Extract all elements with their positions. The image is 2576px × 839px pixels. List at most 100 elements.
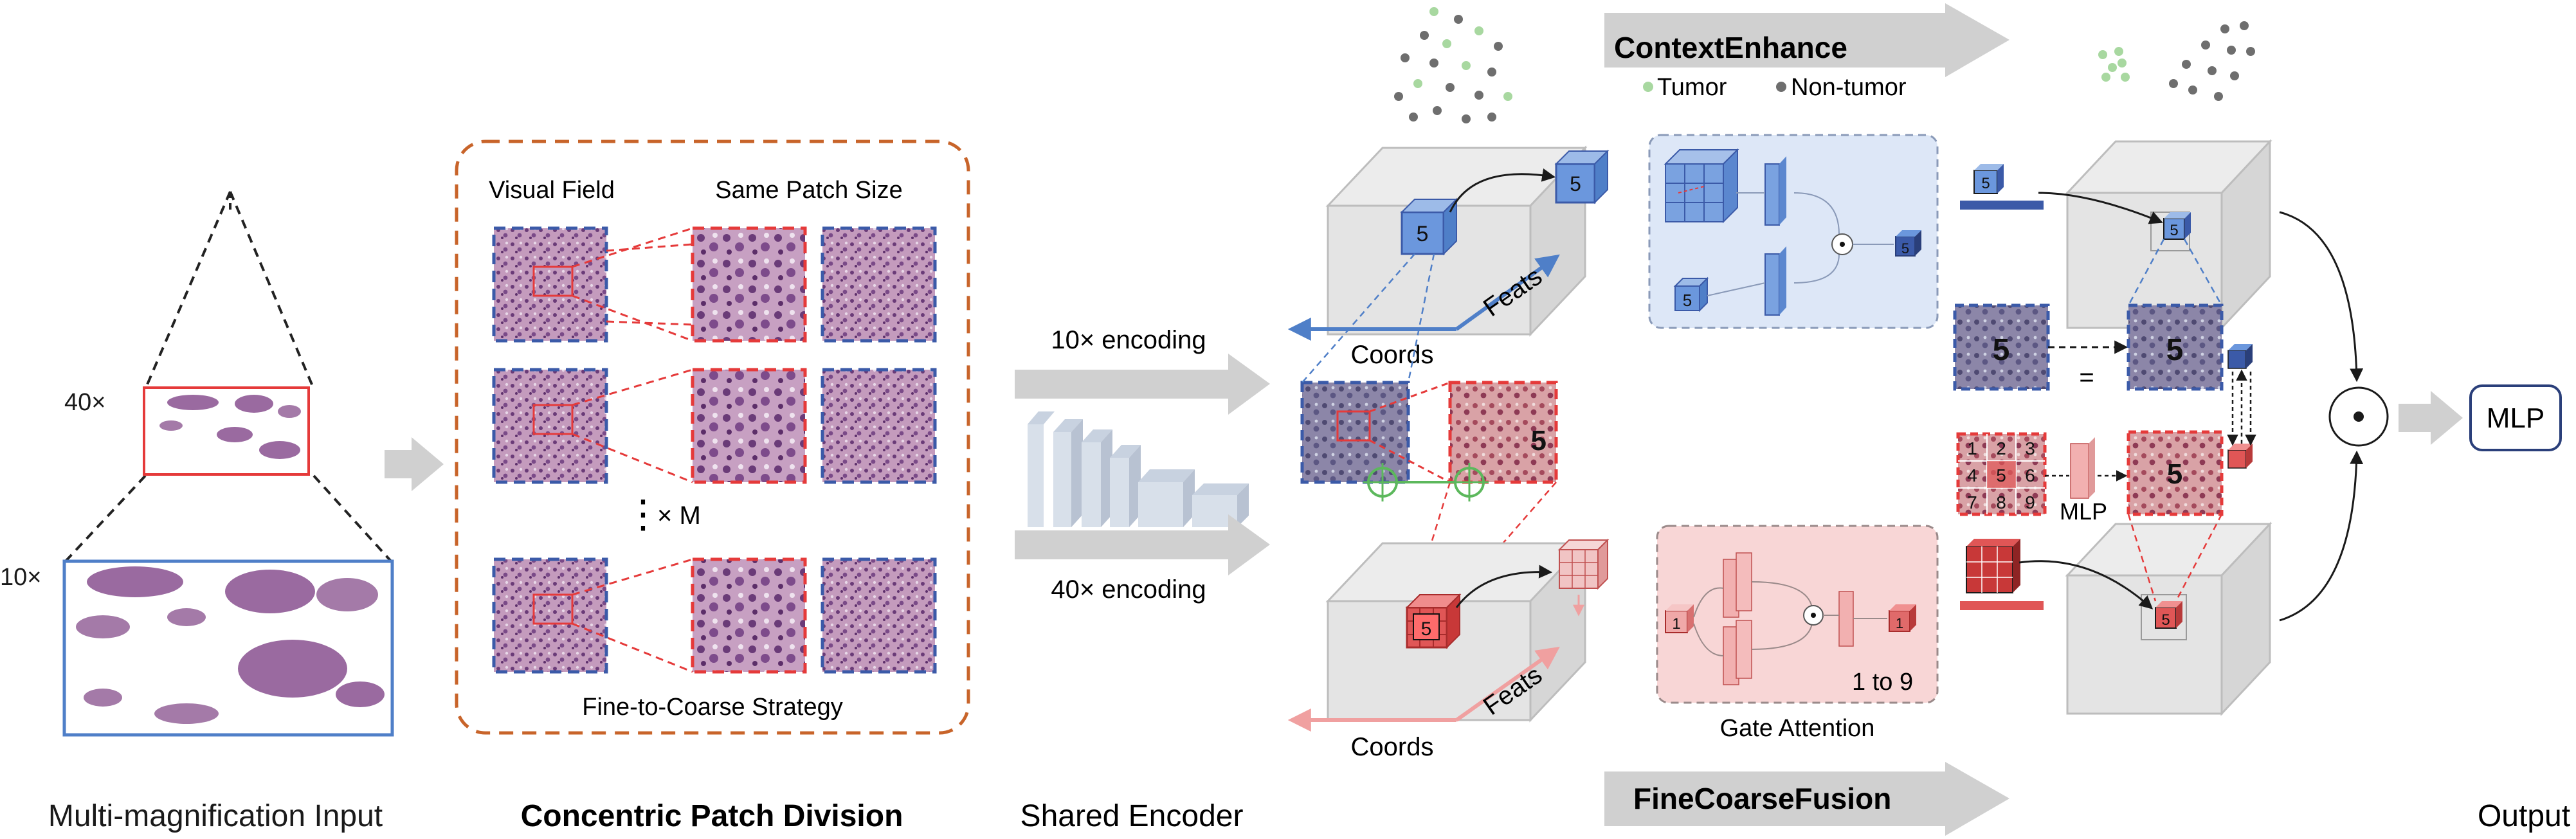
visual-field-label: Visual Field	[489, 177, 615, 204]
patch-row-3	[492, 557, 937, 674]
patch-division-caption: Concentric Patch Division	[521, 799, 903, 833]
grid-number-1: 1	[1967, 438, 1977, 458]
slide-10x	[62, 559, 394, 737]
final-mlp-label: MLP	[2487, 402, 2544, 434]
gate-attention-label: Gate Attention	[1720, 715, 1875, 742]
blue-feature-bar-label: 5	[1981, 175, 1990, 192]
equals-label: =	[2079, 363, 2094, 392]
context-enhance-banner	[1604, 3, 2009, 77]
coarse-fine-link-top	[1369, 381, 1451, 413]
slide-40x	[143, 386, 310, 476]
bottom-guide-1	[2127, 514, 2157, 602]
bottom-to-fusion-arrow	[2279, 450, 2364, 622]
grid-numbers: 1 2 3 4 5 6 7 8 9	[1967, 438, 2035, 512]
fine-patch: 5	[1448, 381, 1558, 484]
ce-layers	[1707, 156, 1894, 316]
enc-40x-label: 40× encoding	[1051, 575, 1206, 604]
ce-grid-cube	[1664, 148, 1739, 224]
ga-layers	[1693, 552, 1887, 685]
bottom-guide-2	[2175, 514, 2223, 602]
encoder-block	[1028, 411, 1249, 527]
bottom-cube-center-label: 5	[1421, 618, 1432, 640]
grid-number-3: 3	[2025, 438, 2035, 458]
input-to-division-arrow	[385, 437, 444, 491]
top-guide-1	[2127, 239, 2165, 306]
bottom-feats-axis	[1455, 646, 1560, 722]
enhanced-context-patch-label: 5	[2166, 333, 2184, 367]
ga-output-cube: 1	[1889, 604, 1916, 632]
mlp-small-label: MLP	[2060, 498, 2107, 525]
grid-number-5: 5	[1996, 465, 2006, 485]
ce-small-cube-label: 5	[1683, 291, 1692, 310]
fused-fine-patch: 5	[2127, 430, 2224, 516]
ga-input-cube-label: 1	[1672, 615, 1680, 633]
non-tumor-legend-label: Non-tumor	[1791, 74, 1907, 101]
encoder-caption: Shared Encoder	[1020, 799, 1244, 833]
cluster-tumor	[2098, 47, 2130, 82]
one-to-nine-label: 1 to 9	[1852, 669, 1913, 696]
fine-to-coarse-label: Fine-to-Coarse Strategy	[582, 694, 843, 721]
output-cube-top: 5	[2065, 139, 2272, 330]
coarse-patch	[1300, 381, 1410, 484]
same-patch-size-label: Same Patch Size	[715, 177, 902, 204]
grid-number-8: 8	[1996, 492, 2006, 512]
ce-output-cube-label: 5	[1901, 240, 1909, 257]
tumor-legend-label: Tumor	[1657, 74, 1727, 101]
mlp-small-block	[2045, 437, 2128, 499]
fine-coarse-fusion-title: FineCoarseFusion	[1633, 782, 1891, 815]
coarse-context-patch: 5	[1953, 303, 2050, 391]
enc-40x-arrow	[1015, 514, 1270, 575]
output-cube-bottom: 5	[2065, 521, 2272, 716]
link-cubes	[2227, 344, 2256, 469]
enc-10x-arrow	[1015, 354, 1270, 415]
coarse-fine-link-bottom	[1369, 439, 1451, 483]
top-coords-label: Coords	[1351, 341, 1434, 369]
output-caption: Output	[2478, 799, 2570, 833]
top-to-fusion-arrow	[2279, 211, 2364, 383]
cluster-mixed	[1394, 7, 1512, 123]
non-tumor-legend-dot	[1776, 82, 1786, 92]
grid-number-4: 4	[1967, 465, 1977, 485]
fusion-odot-center	[2354, 411, 2364, 422]
ga-output-cube-label: 1	[1896, 615, 1903, 631]
top-feature-cube: 5	[1554, 149, 1610, 204]
enc-10x-label: 10× encoding	[1051, 326, 1206, 354]
final-mlp-box	[2469, 384, 2562, 451]
top-cube-center-label: 5	[1417, 222, 1429, 246]
grid-number-9: 9	[2025, 492, 2035, 512]
input-caption: Multi-magnification Input	[48, 799, 383, 833]
enhanced-context-patch: 5	[2127, 303, 2224, 391]
bottom-feature-grid	[1557, 538, 1610, 617]
top-guide-2	[2183, 239, 2223, 306]
fine-patch-label: 5	[1531, 425, 1547, 456]
bottom-cube-40x: 5	[1325, 541, 1588, 723]
coarse-context-patch-label: 5	[1993, 333, 2010, 367]
ga-input-cube: 1	[1665, 604, 1694, 633]
top-feature-cube-label: 5	[1570, 172, 1581, 195]
numbered-grid-patch	[1956, 432, 2047, 516]
tumor-legend-dot	[1643, 82, 1653, 92]
ce-small-cube: 5	[1673, 276, 1709, 312]
fused-fine-patch-label: 5	[2167, 458, 2182, 490]
patch-division-box	[455, 140, 970, 735]
top-feats-axis	[1455, 254, 1560, 331]
bottom-coords-label: Coords	[1351, 733, 1434, 761]
blue-guide-1	[1302, 253, 1415, 383]
ce-output-cube: 5	[1895, 230, 1921, 257]
numbered-cube-to-bottom-cube-arrow	[2018, 560, 2154, 609]
bottom-cube-to-grid-arrow	[1455, 564, 1553, 608]
fusion-to-mlp-arrow	[2399, 391, 2463, 445]
mag-10x-label: 10×	[0, 564, 41, 591]
output-cube-bottom-label: 5	[2161, 611, 2170, 629]
fine-coarse-fusion-banner	[1604, 762, 2009, 836]
grid-number-2: 2	[1996, 438, 2006, 458]
blue-feature-bar: 5	[1960, 164, 2044, 210]
grid-number-7: 7	[1967, 492, 1977, 512]
input-pyramid	[63, 191, 394, 564]
red-guide-2	[1446, 482, 1557, 608]
mag-40x-label: 40×	[64, 389, 105, 416]
times-m-label: × M	[657, 501, 701, 530]
patch-row-2	[492, 368, 937, 484]
ellipsis-label: ⋮	[624, 492, 662, 536]
